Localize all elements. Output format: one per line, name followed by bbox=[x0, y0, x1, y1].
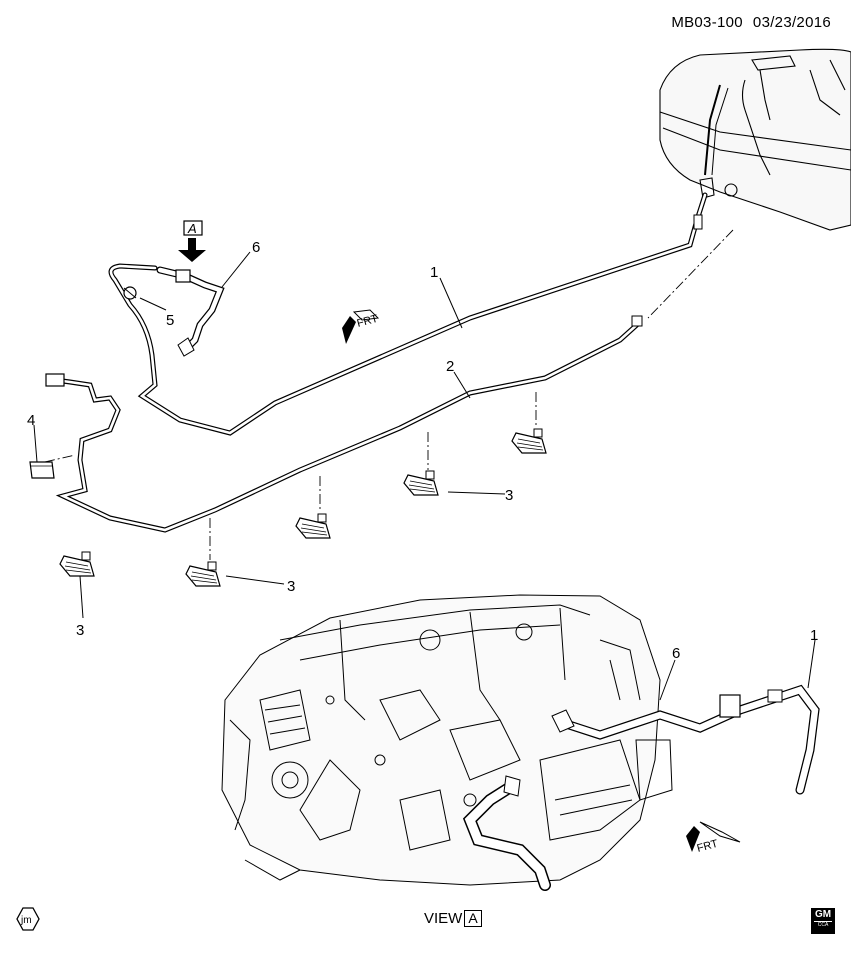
fuel-return-pipe bbox=[45, 315, 643, 533]
gm-logo-sub: CCA bbox=[814, 921, 832, 929]
front-label-bottom: FRT bbox=[696, 838, 720, 855]
callout-2-top: 2 bbox=[446, 358, 454, 375]
callout-5: 5 bbox=[166, 312, 174, 329]
gm-logo: GM CCA bbox=[811, 908, 835, 934]
pipe-clips bbox=[59, 428, 547, 587]
assembly-leaders bbox=[44, 229, 734, 560]
callout-1-bottom: 1 bbox=[810, 627, 818, 644]
view-caption-letter: A bbox=[464, 910, 482, 927]
diagram-date: 03/23/2016 bbox=[752, 14, 831, 31]
view-a-letter: A bbox=[187, 221, 197, 236]
front-label-top: FRT bbox=[356, 313, 380, 330]
jm-marker-icon: jm bbox=[16, 907, 40, 931]
view-caption-label: VIEW bbox=[424, 910, 463, 927]
retainer-bracket bbox=[29, 461, 55, 479]
fuel-hose-upper bbox=[123, 266, 225, 357]
view-arrow-icon bbox=[178, 238, 206, 262]
callout-4: 4 bbox=[27, 412, 35, 429]
fuel-hose-engine bbox=[551, 684, 820, 795]
diagram-code: MB03-100 bbox=[671, 14, 743, 31]
callout-6-top: 6 bbox=[252, 239, 260, 256]
gm-logo-main: GM bbox=[814, 909, 832, 920]
diagram-header: MB03-100 03/23/2016 bbox=[661, 14, 831, 31]
callout-3-b: 3 bbox=[287, 578, 295, 595]
view-a-marker: A bbox=[178, 220, 206, 262]
fuel-tank bbox=[659, 48, 851, 231]
callout-1-top: 1 bbox=[430, 264, 438, 281]
front-arrow-top: FRT bbox=[342, 309, 380, 344]
front-arrow-bottom: FRT bbox=[686, 821, 741, 855]
callout-6-bottom: 6 bbox=[672, 645, 680, 662]
callout-3-c: 3 bbox=[76, 622, 84, 639]
callout-3-a: 3 bbox=[505, 487, 513, 504]
return-hose-engine bbox=[462, 775, 551, 891]
engine-assembly bbox=[221, 594, 673, 886]
jm-label: jm bbox=[20, 915, 32, 926]
fuel-feed-pipe bbox=[108, 192, 708, 436]
